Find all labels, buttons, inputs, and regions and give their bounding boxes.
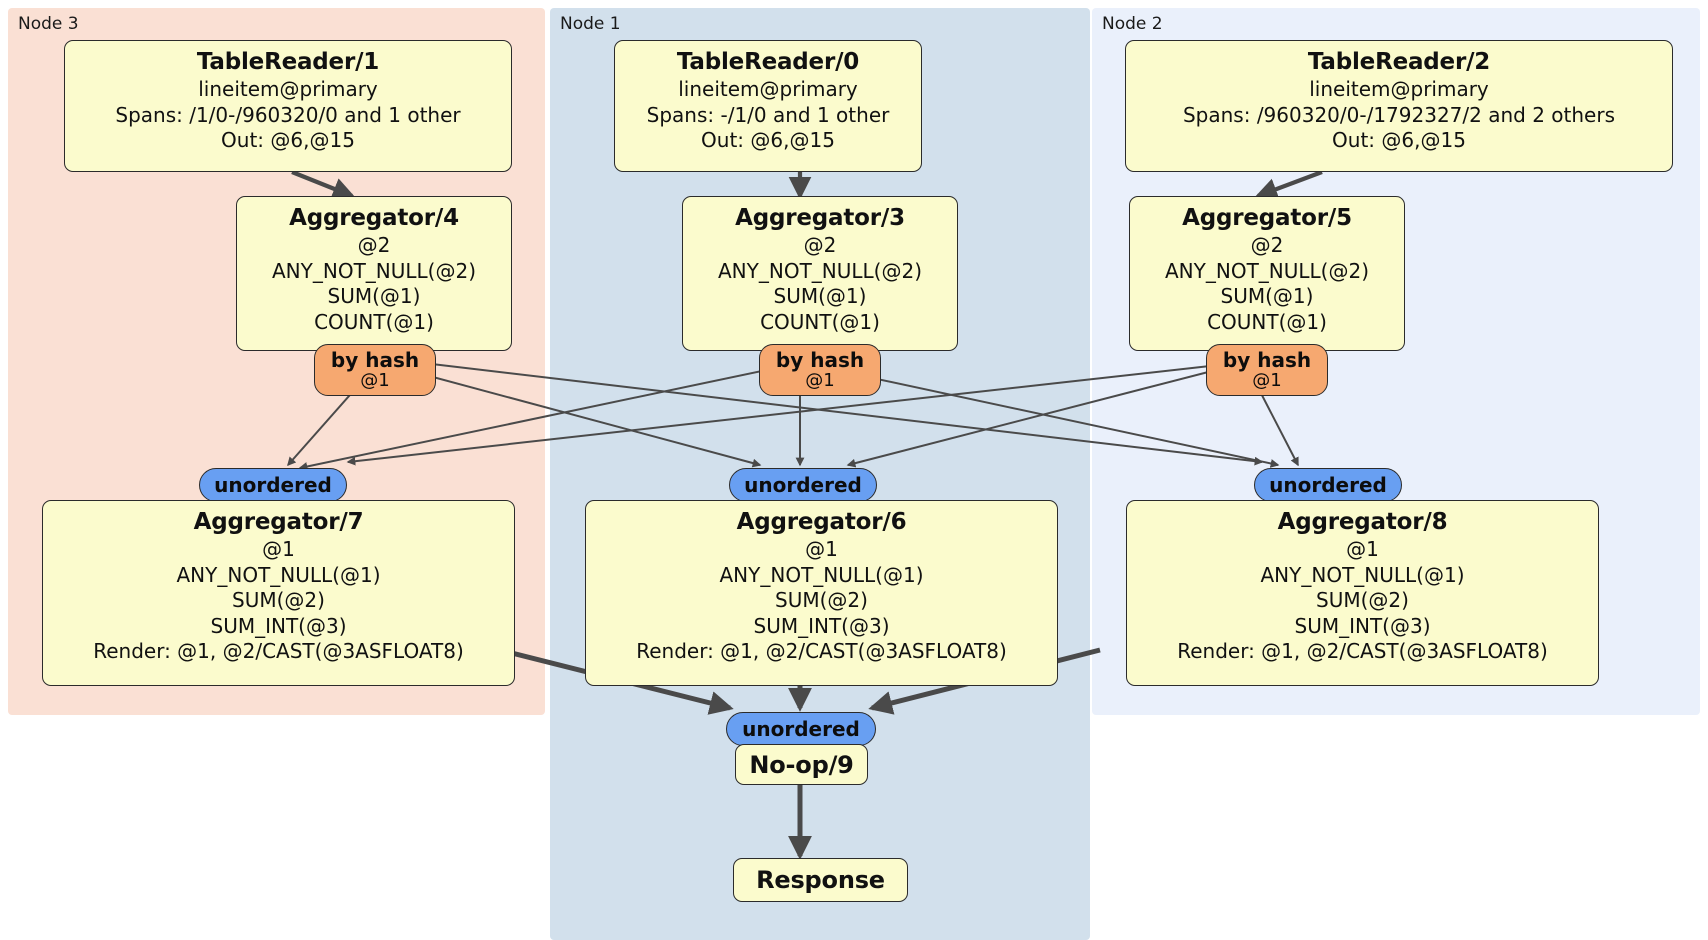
processor-detail-line: SUM(@1)	[773, 284, 867, 308]
synchronizer-unordered-node1[interactable]: unordered	[729, 468, 877, 502]
processor-detail-line: SUM(@2)	[232, 588, 325, 612]
synchronizer-unordered-final[interactable]: unordered	[726, 712, 876, 746]
node-panel-label-node1: Node 1	[560, 14, 621, 34]
processor-detail-line: @1	[262, 537, 295, 561]
processor-aggregator-5[interactable]: Aggregator/5 @2 ANY_NOT_NULL(@2) SUM(@1)…	[1129, 196, 1405, 351]
processor-aggregator-4[interactable]: Aggregator/4 @2 ANY_NOT_NULL(@2) SUM(@1)…	[236, 196, 512, 351]
processor-detail-line: ANY_NOT_NULL(@1)	[176, 562, 381, 587]
processor-detail-line: @2	[803, 233, 837, 257]
processor-detail-line: ANY_NOT_NULL(@1)	[1260, 562, 1465, 587]
processor-detail-line: SUM_INT(@3)	[210, 613, 347, 638]
processor-aggregator-6[interactable]: Aggregator/6 @1 ANY_NOT_NULL(@1) SUM(@2)…	[585, 500, 1058, 686]
processor-detail-line: SUM(@1)	[1220, 284, 1314, 308]
processor-detail-line: ANY_NOT_NULL(@2)	[272, 258, 476, 283]
processor-detail-line: SUM(@2)	[775, 588, 868, 612]
synchronizer-unordered-node3[interactable]: unordered	[199, 468, 347, 502]
router-label: by hash	[330, 348, 420, 372]
processor-detail-line: Render: @1, @2/CAST(@3ASFLOAT8)	[1177, 639, 1548, 663]
router-by-hash-node2[interactable]: by hash @1	[1206, 344, 1328, 396]
processor-title: Aggregator/6	[736, 509, 907, 535]
processor-title: No-op/9	[749, 750, 854, 779]
processor-detail-line: SUM_INT(@3)	[1294, 613, 1431, 638]
processor-noop-9[interactable]: No-op/9	[735, 744, 868, 785]
processor-table-reader-0[interactable]: TableReader/0 lineitem@primary Spans: -/…	[614, 40, 922, 172]
router-by-hash-node3[interactable]: by hash @1	[314, 344, 436, 396]
processor-title: TableReader/2	[1307, 49, 1491, 75]
processor-detail-line: Out: @6,@15	[1332, 128, 1466, 152]
processor-detail-line: Out: @6,@15	[701, 128, 835, 152]
router-by-hash-node1[interactable]: by hash @1	[759, 344, 881, 396]
router-label: by hash	[1222, 348, 1312, 372]
processor-detail-line: Out: @6,@15	[221, 128, 355, 152]
processor-aggregator-3[interactable]: Aggregator/3 @2 ANY_NOT_NULL(@2) SUM(@1)…	[682, 196, 958, 351]
processor-table-reader-1[interactable]: TableReader/1 lineitem@primary Spans: /1…	[64, 40, 512, 172]
processor-aggregator-8[interactable]: Aggregator/8 @1 ANY_NOT_NULL(@1) SUM(@2)…	[1126, 500, 1599, 686]
processor-title: Aggregator/3	[735, 205, 905, 231]
processor-detail-line: lineitem@primary	[198, 77, 378, 101]
processor-detail-line: lineitem@primary	[678, 77, 858, 101]
processor-aggregator-7[interactable]: Aggregator/7 @1 ANY_NOT_NULL(@1) SUM(@2)…	[42, 500, 515, 686]
node-panel-label-node2: Node 2	[1102, 14, 1163, 34]
processor-title: Aggregator/5	[1182, 205, 1352, 231]
processor-detail-line: ANY_NOT_NULL(@2)	[1165, 258, 1369, 283]
processor-detail-line: Render: @1, @2/CAST(@3ASFLOAT8)	[636, 639, 1007, 663]
processor-detail-line: Spans: -/1/0 and 1 other	[646, 102, 890, 127]
processor-detail-line: ANY_NOT_NULL(@2)	[718, 258, 922, 283]
synchronizer-label: unordered	[742, 717, 860, 741]
synchronizer-label: unordered	[744, 473, 862, 497]
router-label: by hash	[775, 348, 865, 372]
processor-detail-line: SUM(@2)	[1316, 588, 1409, 612]
processor-title: Aggregator/4	[289, 205, 459, 231]
processor-detail-line: @2	[1250, 233, 1284, 257]
processor-detail-line: ANY_NOT_NULL(@1)	[719, 562, 924, 587]
processor-detail-line: @2	[357, 233, 391, 257]
processor-detail-line: Spans: /1/0-/960320/0 and 1 other	[115, 102, 461, 127]
processor-title: TableReader/0	[676, 49, 860, 75]
processor-detail-line: COUNT(@1)	[760, 309, 880, 334]
processor-detail-line: Spans: /960320/0-/1792327/2 and 2 others	[1182, 102, 1615, 127]
processor-response[interactable]: Response	[733, 858, 908, 902]
processor-title: Aggregator/7	[193, 509, 364, 535]
synchronizer-label: unordered	[1269, 473, 1387, 497]
processor-detail-line: @1	[1346, 537, 1379, 561]
processor-title: Response	[756, 866, 885, 894]
router-column: @1	[1252, 370, 1282, 391]
processor-table-reader-2[interactable]: TableReader/2 lineitem@primary Spans: /9…	[1125, 40, 1673, 172]
processor-detail-line: SUM_INT(@3)	[753, 613, 890, 638]
router-column: @1	[805, 370, 835, 391]
processor-title: TableReader/1	[196, 49, 380, 75]
processor-detail-line: @1	[805, 537, 838, 561]
synchronizer-label: unordered	[214, 473, 332, 497]
processor-detail-line: COUNT(@1)	[1207, 309, 1327, 334]
processor-detail-line: COUNT(@1)	[314, 309, 434, 334]
node-panel-label-node3: Node 3	[18, 14, 79, 34]
processor-detail-line: lineitem@primary	[1309, 77, 1489, 101]
processor-detail-line: SUM(@1)	[327, 284, 421, 308]
router-column: @1	[360, 370, 390, 391]
processor-detail-line: Render: @1, @2/CAST(@3ASFLOAT8)	[93, 639, 464, 663]
processor-title: Aggregator/8	[1277, 509, 1448, 535]
synchronizer-unordered-node2[interactable]: unordered	[1254, 468, 1402, 502]
